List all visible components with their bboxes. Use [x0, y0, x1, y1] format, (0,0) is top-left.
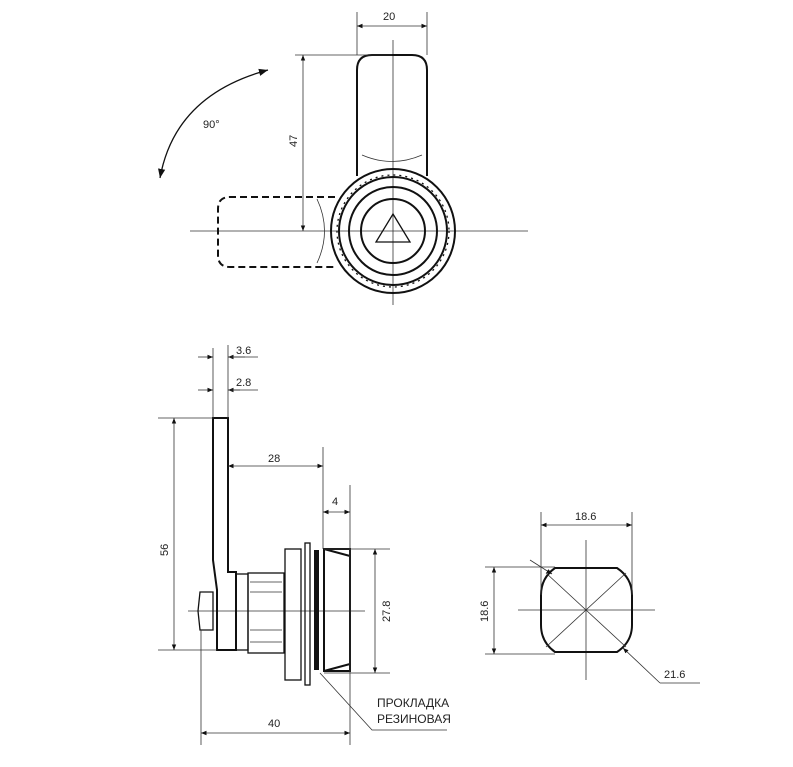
- gasket-label-line1: ПРОКЛАДКА: [377, 696, 449, 710]
- lever-rotated-outline: [217, 196, 335, 268]
- dim-height-18-6: 18.6: [479, 601, 491, 622]
- dim-28: 28: [268, 453, 280, 465]
- nut: [197, 591, 214, 631]
- washer: [304, 542, 311, 686]
- gasket-label-line2: РЕЗИНОВАЯ: [377, 712, 451, 726]
- dim-27-8: 27.8: [381, 601, 393, 622]
- rotation-arrow: [158, 68, 269, 179]
- dim-diagonal-21-6: 21.6: [664, 669, 685, 681]
- dim-width-20: 20: [383, 11, 395, 23]
- square-shaft-section: [540, 567, 633, 653]
- dim-56: 56: [159, 544, 171, 556]
- top-view: 20 47 90°: [158, 11, 528, 305]
- rotation-label: 90°: [203, 119, 220, 131]
- dim-height-47: 47: [288, 135, 300, 147]
- dim-40: 40: [268, 718, 280, 730]
- mount-nut: [284, 548, 302, 681]
- lever-handle: [356, 54, 428, 176]
- dim-2-8: 2.8: [236, 377, 251, 389]
- lock-face: [323, 548, 351, 672]
- dim-3-6: 3.6: [236, 345, 251, 357]
- dim-width-18-6: 18.6: [575, 511, 596, 523]
- rubber-gasket: [314, 550, 319, 670]
- section-view: 18.6 18.6 21.6: [479, 511, 700, 684]
- cam-lever: [212, 417, 237, 651]
- dim-4: 4: [332, 496, 338, 508]
- side-view: 3.6 2.8 28 4 56 27.8 40 ПРОКЛАДКА РЕЗИНО…: [158, 345, 451, 745]
- triangle-icon: [374, 212, 412, 243]
